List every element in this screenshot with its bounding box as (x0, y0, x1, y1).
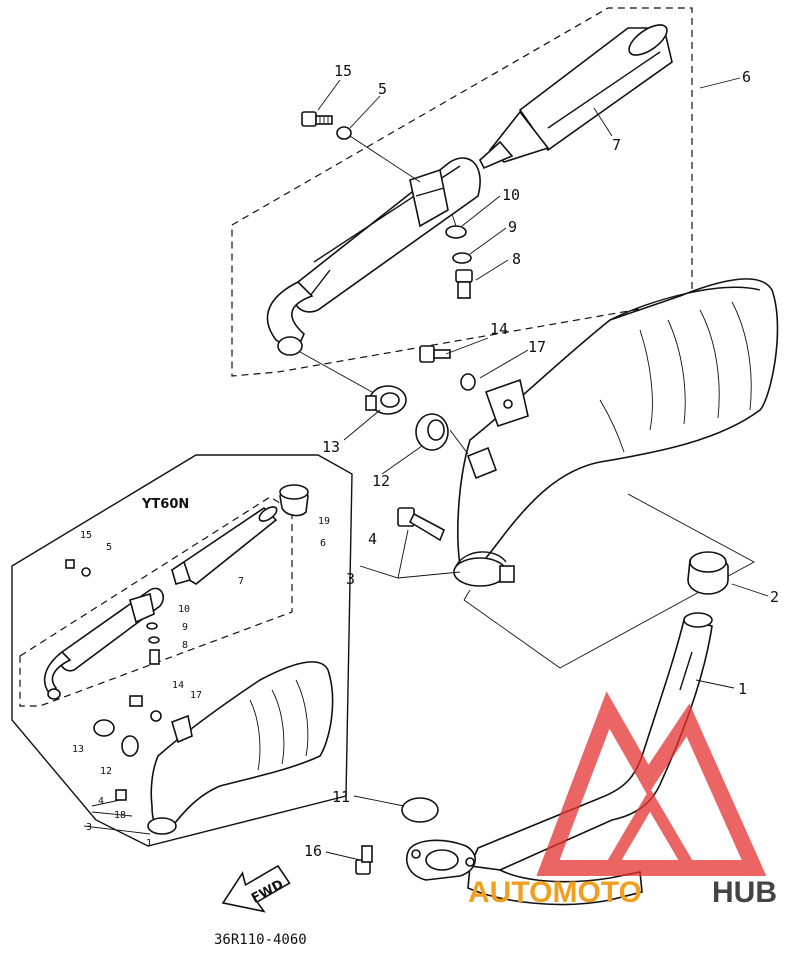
label-8: 8 (512, 250, 521, 268)
inset-label-15: 15 (80, 530, 92, 541)
gasket-2 (687, 551, 729, 595)
inset-label-13: 13 (72, 744, 84, 755)
bolt-14 (419, 345, 451, 363)
label-2: 2 (770, 588, 779, 606)
inset-label-4: 4 (98, 796, 104, 807)
label-7: 7 (612, 136, 621, 154)
washer-5 (336, 126, 352, 140)
inset-label-14: 14 (172, 680, 184, 691)
inset-label-6: 6 (320, 538, 326, 549)
label-13: 13 (322, 438, 340, 456)
inset-label-8: 8 (182, 640, 188, 651)
washer-9 (452, 252, 472, 264)
inset-label-1: 1 (146, 838, 152, 849)
inset-frame (11, 454, 353, 847)
label-17: 17 (528, 338, 546, 356)
bolt-15 (301, 111, 333, 127)
inset-label-18: 18 (114, 810, 126, 821)
inset-label-10: 10 (178, 604, 190, 615)
label-12: 12 (372, 472, 390, 490)
label-6: 6 (742, 68, 751, 86)
label-15: 15 (334, 62, 352, 80)
label-11: 11 (332, 788, 350, 806)
inset-chamber (147, 661, 334, 835)
inset-label-7: 7 (238, 576, 244, 587)
watermark-text-hub: HUB (712, 876, 777, 909)
bolt-8 (455, 269, 473, 299)
inset-label-19: 19 (318, 516, 330, 527)
inset-clamp (93, 719, 115, 737)
label-3: 3 (346, 570, 355, 588)
washer-17 (460, 373, 476, 391)
washer-10 (445, 225, 467, 239)
muffler (266, 157, 481, 356)
inset-tail-pipe (170, 506, 278, 585)
exhaust-pipe-group-lines (463, 493, 755, 669)
expansion-chamber (453, 278, 779, 587)
bolt-4 (397, 507, 446, 542)
fwd-arrow (221, 864, 291, 913)
inset-label-5: 5 (106, 542, 112, 553)
watermark-text-automoto: AUTOMOTO (468, 876, 642, 909)
watermark-triangle (536, 691, 767, 876)
inset-label-12: 12 (100, 766, 112, 777)
tail-pipe (479, 24, 673, 170)
label-16: 16 (304, 842, 322, 860)
clamp-13 (365, 385, 407, 415)
label-5: 5 (378, 80, 387, 98)
label-14: 14 (490, 320, 508, 338)
flange (406, 839, 476, 881)
label-10: 10 (502, 186, 520, 204)
inset-gasket-19 (279, 484, 309, 517)
gasket-12 (415, 413, 449, 451)
label-4: 4 (368, 530, 377, 548)
inset-label-17: 17 (190, 690, 202, 701)
label-9: 9 (508, 218, 517, 236)
diagram-code: 36R110-4060 (214, 932, 307, 948)
inset-label-3: 3 (86, 822, 92, 833)
inset-label-9: 9 (182, 622, 188, 633)
inset-title: YT60N (141, 497, 189, 512)
label-1: 1 (738, 680, 747, 698)
bolt-16 (355, 845, 373, 875)
gasket-11 (401, 797, 439, 823)
inset-muffler (43, 587, 165, 700)
watermark-logo (536, 691, 767, 876)
